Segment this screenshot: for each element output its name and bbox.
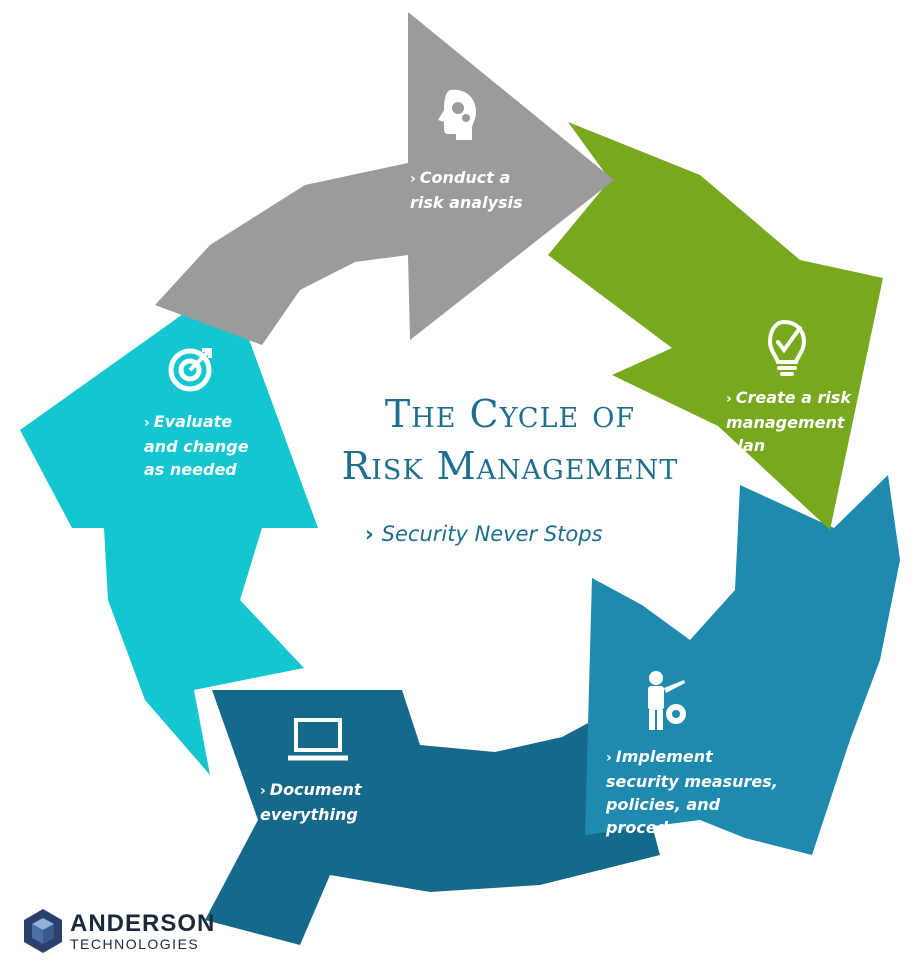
chevron-right-icon: › bbox=[144, 415, 150, 431]
chevron-right-icon: › bbox=[365, 522, 374, 546]
title-line-1: The Cycle of bbox=[384, 392, 636, 436]
arrow-document bbox=[205, 690, 660, 945]
chevron-right-icon: › bbox=[606, 750, 612, 766]
chevron-right-icon: › bbox=[726, 391, 732, 407]
step-implement-label: ›Implement security measures, policies, … bbox=[606, 747, 778, 837]
laptop-icon bbox=[288, 718, 348, 761]
arrow-conduct bbox=[155, 12, 614, 345]
step-create-label: ›Create a risk management plan bbox=[726, 388, 852, 455]
head-gears-icon bbox=[438, 89, 476, 140]
presenter-gear-icon bbox=[648, 671, 686, 730]
step-document-label: ›Document everything bbox=[260, 780, 362, 824]
chevron-right-icon: › bbox=[410, 171, 416, 187]
arrow-implement bbox=[585, 475, 900, 855]
target-arrow-icon bbox=[168, 348, 212, 392]
logo-name: ANDERSON bbox=[70, 910, 216, 937]
lightbulb-check-icon bbox=[767, 319, 807, 376]
diagram-title: The Cycle of Risk Management bbox=[300, 388, 720, 492]
step-evaluate-label: ›Evaluate and change as needed bbox=[144, 412, 249, 479]
logo-subtitle: TECHNOLOGIES bbox=[70, 936, 200, 952]
step-conduct-label: ›Conduct a risk analysis bbox=[410, 168, 523, 212]
arrow-create bbox=[548, 122, 883, 530]
cube-hexagon-icon bbox=[24, 909, 62, 953]
company-logo: ANDERSON TECHNOLOGIES bbox=[22, 908, 232, 954]
diagram-subtitle: ›Security Never Stops bbox=[365, 522, 603, 546]
arrow-evaluate bbox=[20, 282, 318, 775]
title-line-2: Risk Management bbox=[341, 444, 679, 488]
chevron-right-icon: › bbox=[260, 783, 266, 799]
